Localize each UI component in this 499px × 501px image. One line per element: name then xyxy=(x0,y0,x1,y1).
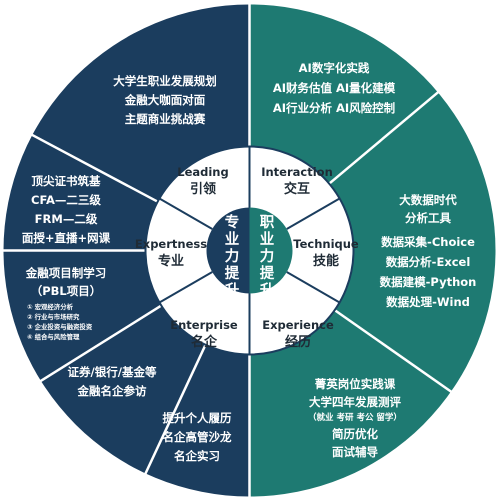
core-char: 业 xyxy=(225,231,240,248)
segment-note-line: （就业 考研 考公 留学） xyxy=(308,412,402,423)
outer-left-segment-4: 证券/银行/基金等 金融名企参访 xyxy=(68,365,157,398)
segment-line: 金融大咖面对面 xyxy=(124,93,206,107)
core-left-text: 专 业 力 提 升 xyxy=(225,213,240,299)
segment-line: 数据处理-Wind xyxy=(386,295,470,309)
segment-line: CFA—二三级 xyxy=(31,193,101,207)
segment-line: 金融名企参访 xyxy=(77,384,147,398)
ring-segment-technique: Technique 技能 xyxy=(293,237,359,269)
ring-divider xyxy=(158,197,213,230)
core-char: 业 xyxy=(260,231,275,248)
outer-left-segment-1: 大学生职业发展规划 金融大咖面对面 主题商业挑战赛 xyxy=(113,74,217,126)
segment-small-line: ③ 企业投资与融资投资 xyxy=(27,322,93,331)
ring-segment-experience: Experience 经历 xyxy=(262,318,334,350)
segment-line: 提升个人履历 xyxy=(163,411,232,425)
segment-line: 名企高管沙龙 xyxy=(163,430,232,444)
outer-divider xyxy=(29,132,159,203)
segment-line: （PBL项目） xyxy=(31,284,102,298)
segment-line: FRM—二级 xyxy=(35,212,98,226)
ring-segment-enterprise: Enterprise 名企 xyxy=(170,318,238,350)
core-circle xyxy=(206,207,293,294)
segment-line: AI财务估值 AI量化建模 xyxy=(273,81,396,95)
segment-line: 面试辅导 xyxy=(332,445,378,459)
segment-line: 数据采集-Choice xyxy=(381,235,475,249)
core-right-half xyxy=(249,207,293,294)
middle-ring-labels: Leading 引领 Interaction 交互 Technique 技能 E… xyxy=(135,165,359,350)
ring-label-cn: 技能 xyxy=(313,253,339,269)
ring-divider xyxy=(286,271,341,304)
segment-line: 大数据时代 xyxy=(399,193,457,207)
core-right-text: 职 业 力 提 升 xyxy=(260,214,275,299)
outer-right-half xyxy=(249,4,496,497)
outer-divider xyxy=(143,344,207,476)
ring-segment-expertness: Expertness 专业 xyxy=(135,237,207,269)
ring-label-cn: 引领 xyxy=(190,181,216,197)
core-char: 提 xyxy=(260,265,275,282)
outer-divider xyxy=(38,304,162,383)
outer-right-segment-1: AI数字化实践 AI财务估值 AI量化建模 AI行业分析 AI风险控制 xyxy=(273,61,396,115)
core-left-half xyxy=(206,207,250,294)
segment-line: 主题商业挑战赛 xyxy=(125,112,206,126)
ring-label-en: Experience xyxy=(262,318,334,332)
segment-small-line: ② 行业与市场研究 xyxy=(27,312,80,321)
segment-line: 菁英岗位实践课 xyxy=(315,377,396,391)
ring-divider xyxy=(158,271,213,304)
ring-label-cn: 名企 xyxy=(191,334,218,350)
outer-left-segment-3: 金融项目制学习 （PBL项目） ① 宏观经济分析 ② 行业与市场研究 ③ 企业投… xyxy=(25,266,107,341)
outer-left-segment-2: 顶尖证书筑基 CFA—二三级 FRM—二级 面授+直播+网课 xyxy=(22,174,111,245)
ring-divider xyxy=(286,197,341,230)
segment-small-line: ④ 组合与风险管理 xyxy=(27,332,80,341)
ring-label-en: Interaction xyxy=(261,165,333,179)
middle-ring-dividers xyxy=(144,145,355,356)
outer-right-segment-3: 菁英岗位实践课 大学四年发展测评 （就业 考研 考公 留学） 简历优化 面试辅导 xyxy=(308,377,402,459)
segment-line: 金融项目制学习 xyxy=(25,266,107,280)
segment-line: 大学四年发展测评 xyxy=(309,395,401,409)
segment-line: 名企实习 xyxy=(174,449,220,463)
segment-line: AI数字化实践 xyxy=(299,61,370,75)
segment-line: 面授+直播+网课 xyxy=(22,231,111,245)
core-char: 专 xyxy=(225,213,240,231)
core-char: 提 xyxy=(225,265,240,282)
segment-line: 数据分析-Excel xyxy=(386,255,471,269)
ring-label-cn: 专业 xyxy=(158,253,184,269)
core-char: 升 xyxy=(225,282,240,299)
outer-right-segment-2: 大数据时代 分析工具 数据采集-Choice 数据分析-Excel 数据建模-P… xyxy=(380,193,477,309)
core-char: 职 xyxy=(260,214,275,231)
ring-label-en: Leading xyxy=(177,165,228,179)
core-char: 升 xyxy=(260,282,275,299)
ring-label-cn: 交互 xyxy=(284,181,310,197)
core-char: 力 xyxy=(260,247,275,265)
segment-line: 大学生职业发展规划 xyxy=(113,74,217,88)
outer-divider xyxy=(333,309,454,394)
ring-label-en: Enterprise xyxy=(170,318,238,332)
segment-line: 数据建模-Python xyxy=(380,275,477,289)
segment-line: 顶尖证书筑基 xyxy=(32,174,101,188)
outer-left-segment-5: 提升个人履历 名企高管沙龙 名企实习 xyxy=(163,411,232,463)
segment-line: 简历优化 xyxy=(332,427,378,441)
segment-line: 分析工具 xyxy=(405,211,451,225)
segment-small-line: ① 宏观经济分析 xyxy=(27,302,74,311)
segment-line: 证券/银行/基金等 xyxy=(68,365,157,379)
ring-label-cn: 经历 xyxy=(285,334,311,350)
outer-ring xyxy=(1,4,496,497)
segment-line: AI行业分析 AI风险控制 xyxy=(273,101,395,115)
ring-segment-leading: Leading 引领 xyxy=(177,165,228,197)
ring-label-en: Expertness xyxy=(135,237,207,251)
ring-label-en: Technique xyxy=(293,237,359,251)
outer-divider xyxy=(328,90,441,185)
core-char: 力 xyxy=(225,247,240,265)
ring-segment-interaction: Interaction 交互 xyxy=(261,165,333,197)
